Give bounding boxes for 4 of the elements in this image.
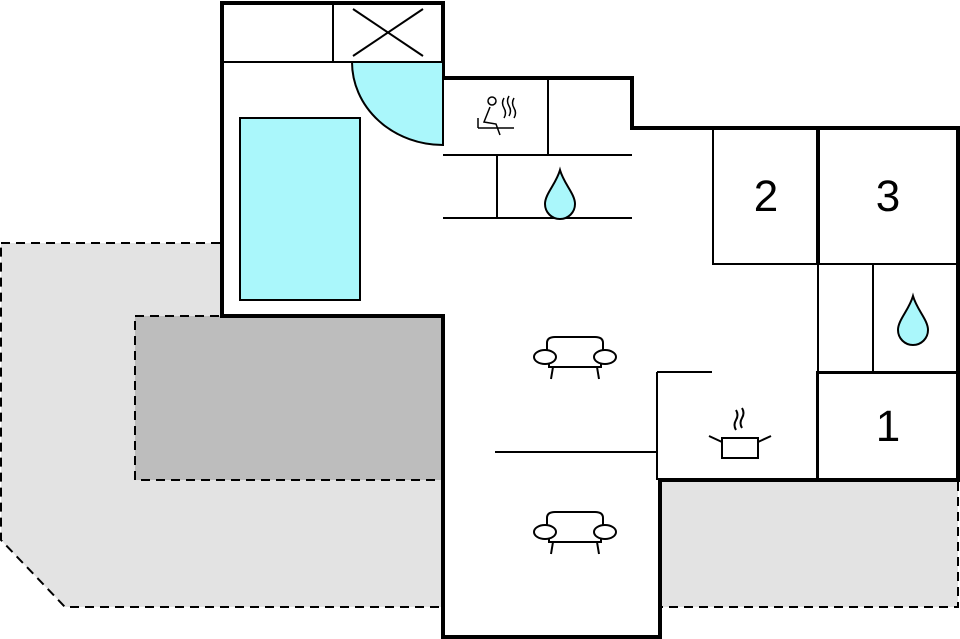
room-number: 2 — [754, 172, 778, 222]
room — [712, 128, 820, 265]
room-number: 3 — [876, 172, 900, 222]
room-number: 1 — [876, 402, 900, 452]
